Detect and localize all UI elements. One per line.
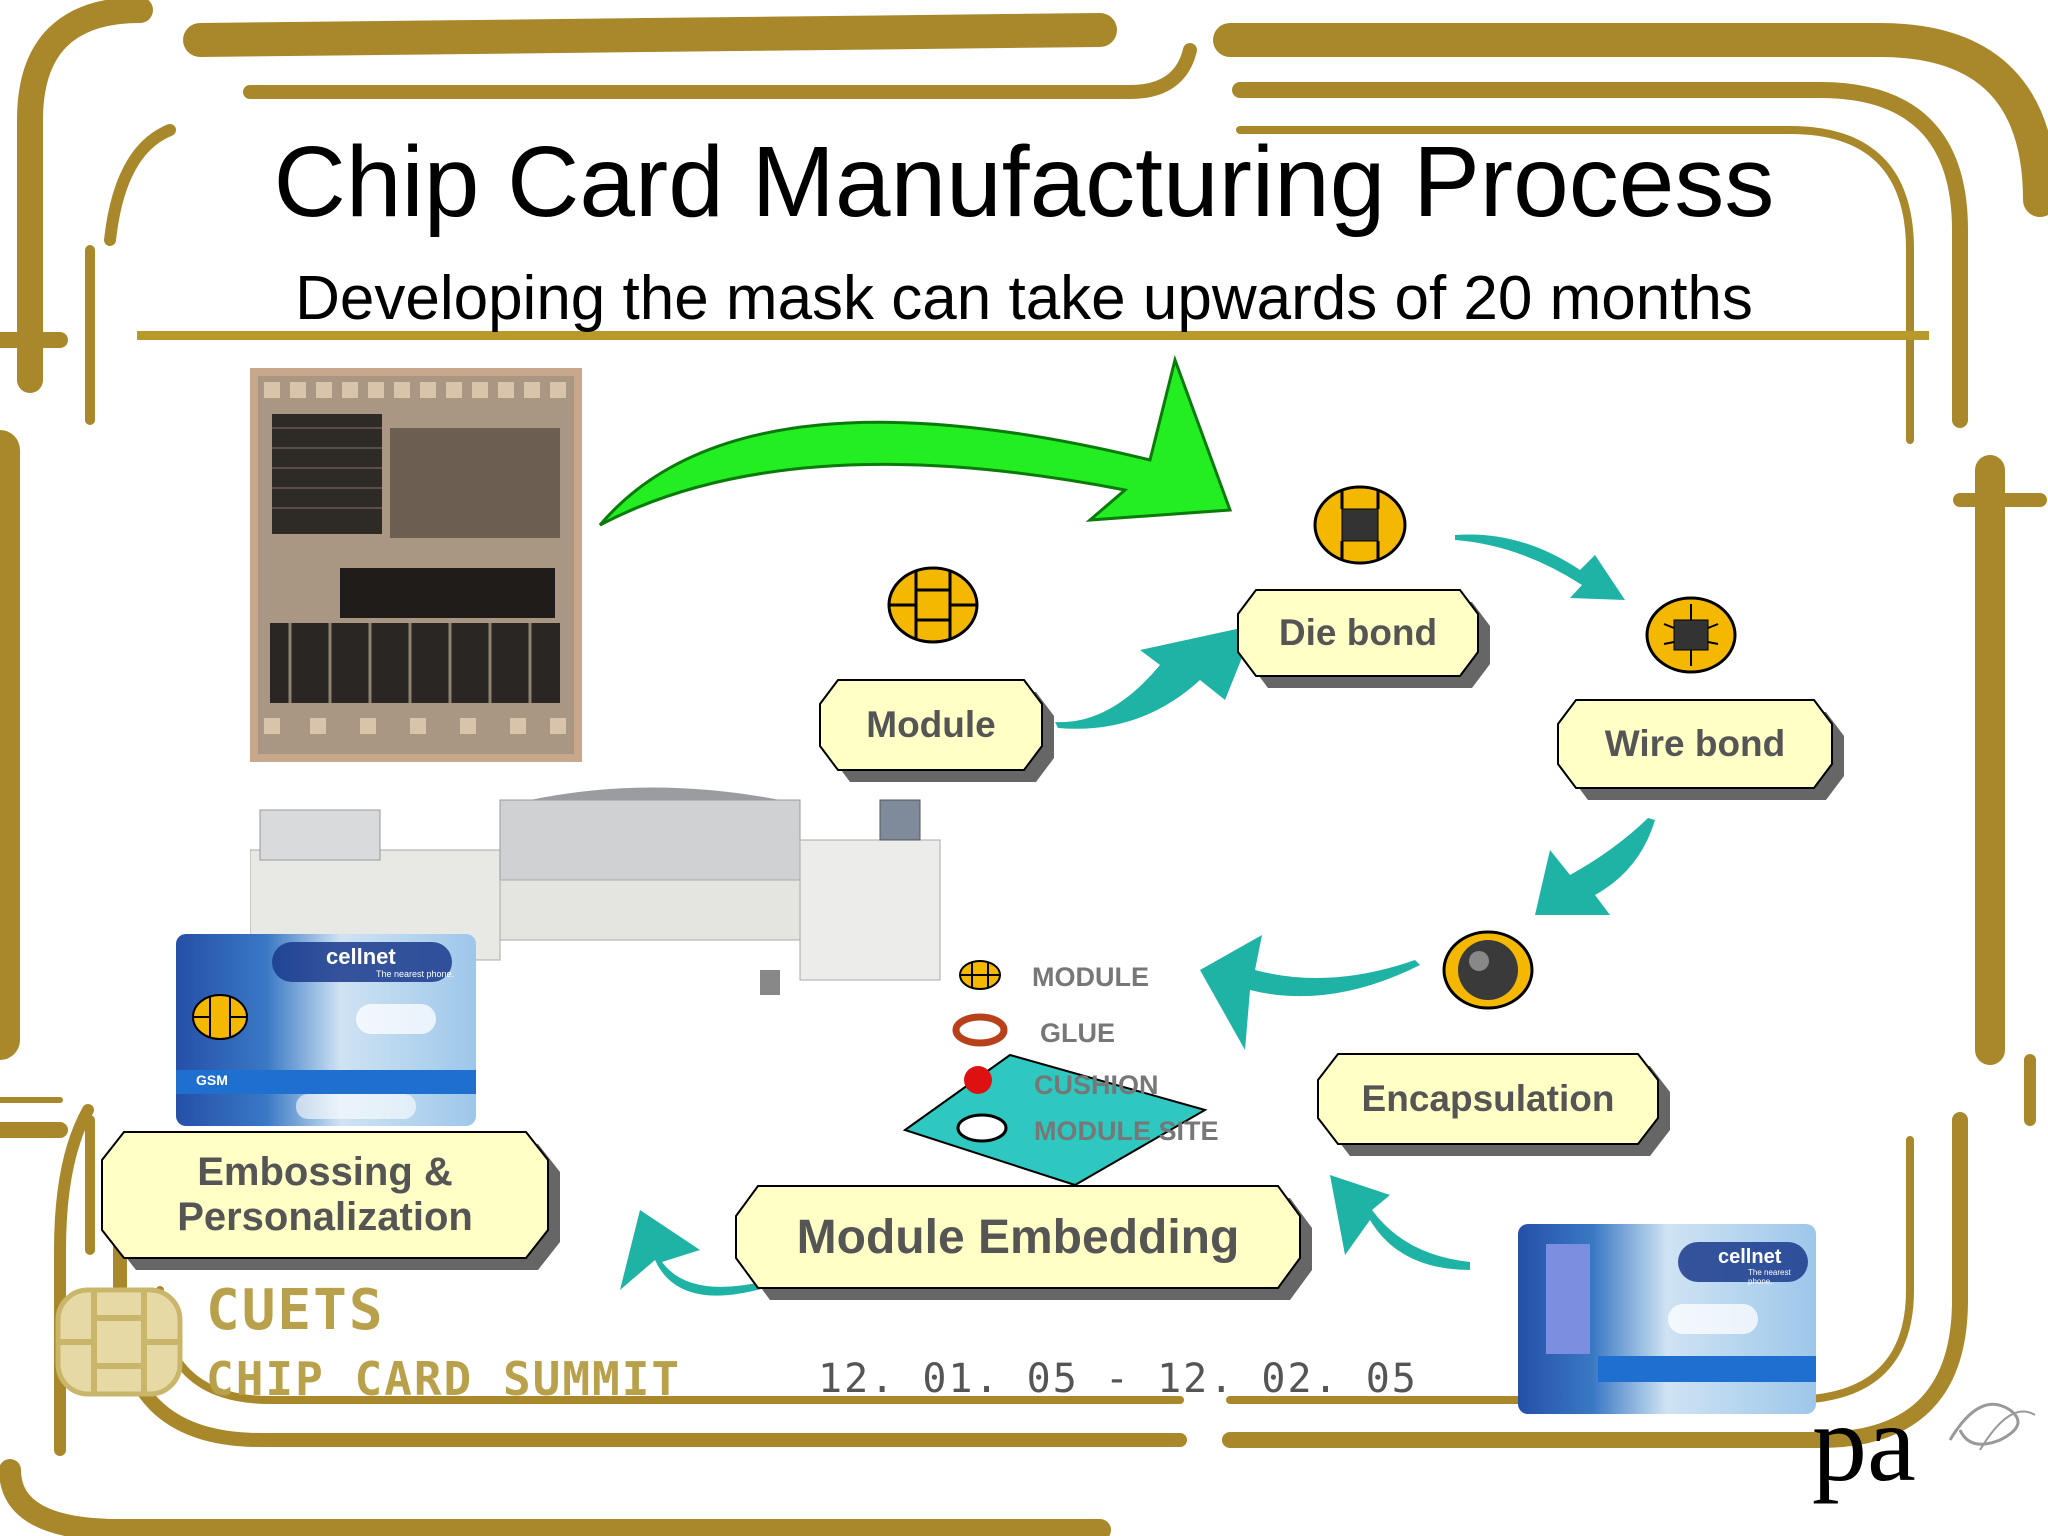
slide-title: Chip Card Manufacturing Process xyxy=(273,126,1775,238)
step-encapsulation-label: Encapsulation xyxy=(1361,1078,1615,1119)
legend-module-site-label: MODULE SITE xyxy=(1034,1116,1219,1146)
event-dates: 12. 01. 05 - 12. 02. 05 xyxy=(818,1356,1418,1402)
wire-bond-chip-icon xyxy=(1645,596,1737,674)
encapsulation-chip-icon xyxy=(1442,930,1534,1010)
green-arrow-icon xyxy=(598,354,1233,527)
card-brand-tagline: The nearest phone. xyxy=(376,969,455,979)
legend-module-label: MODULE xyxy=(1032,962,1149,992)
blank-card-brand-name: cellnet xyxy=(1718,1246,1782,1268)
step-module-embedding-box: Module Embedding xyxy=(736,1186,1300,1288)
module-chip-icon xyxy=(887,566,979,644)
step-wire-bond-label: Wire bond xyxy=(1604,723,1786,764)
step-die-bond-box: Die bond xyxy=(1238,590,1478,676)
step-wire-bond-box: Wire bond xyxy=(1558,700,1832,788)
pa-logo: pa xyxy=(1812,1382,1916,1504)
card-chip-icon xyxy=(192,994,248,1040)
event-name-line2: CHIP CARD SUMMIT xyxy=(206,1352,682,1406)
slide-subtitle: Developing the mask can take upwards of … xyxy=(295,264,1753,333)
step-die-bond-label: Die bond xyxy=(1278,612,1438,653)
step-module-label: Module xyxy=(866,704,996,745)
event-name-line1: CUETS xyxy=(206,1278,385,1343)
embedding-layers-diagram xyxy=(902,960,1208,1187)
blank-card-image: cellnet The nearest phone. xyxy=(1518,1224,1816,1414)
legend-cushion-label: CUSHION xyxy=(1034,1070,1159,1100)
personalized-card-image: cellnet The nearest phone. GSM xyxy=(176,934,476,1126)
step-encapsulation-box: Encapsulation xyxy=(1318,1054,1658,1144)
die-bond-chip-icon xyxy=(1313,485,1407,565)
step-embossing-label-line1: Embossing & xyxy=(197,1150,453,1195)
step-module-box: Module xyxy=(820,680,1042,770)
die-photo-image xyxy=(250,368,582,762)
pa-logo-swash-icon xyxy=(1948,1402,2036,1451)
card-brand-name: cellnet xyxy=(326,944,396,969)
step-embossing-box: Embossing & Personalization xyxy=(102,1132,548,1258)
step-embossing-label-line2: Personalization xyxy=(177,1195,473,1239)
step-module-embedding-label: Module Embedding xyxy=(796,1210,1240,1264)
blank-card-brand-tagline: The nearest phone. xyxy=(1748,1268,1791,1286)
card-network-label: GSM xyxy=(196,1072,228,1088)
cuets-chip-logo-icon xyxy=(55,1287,183,1397)
legend-glue-label: GLUE xyxy=(1040,1018,1116,1048)
